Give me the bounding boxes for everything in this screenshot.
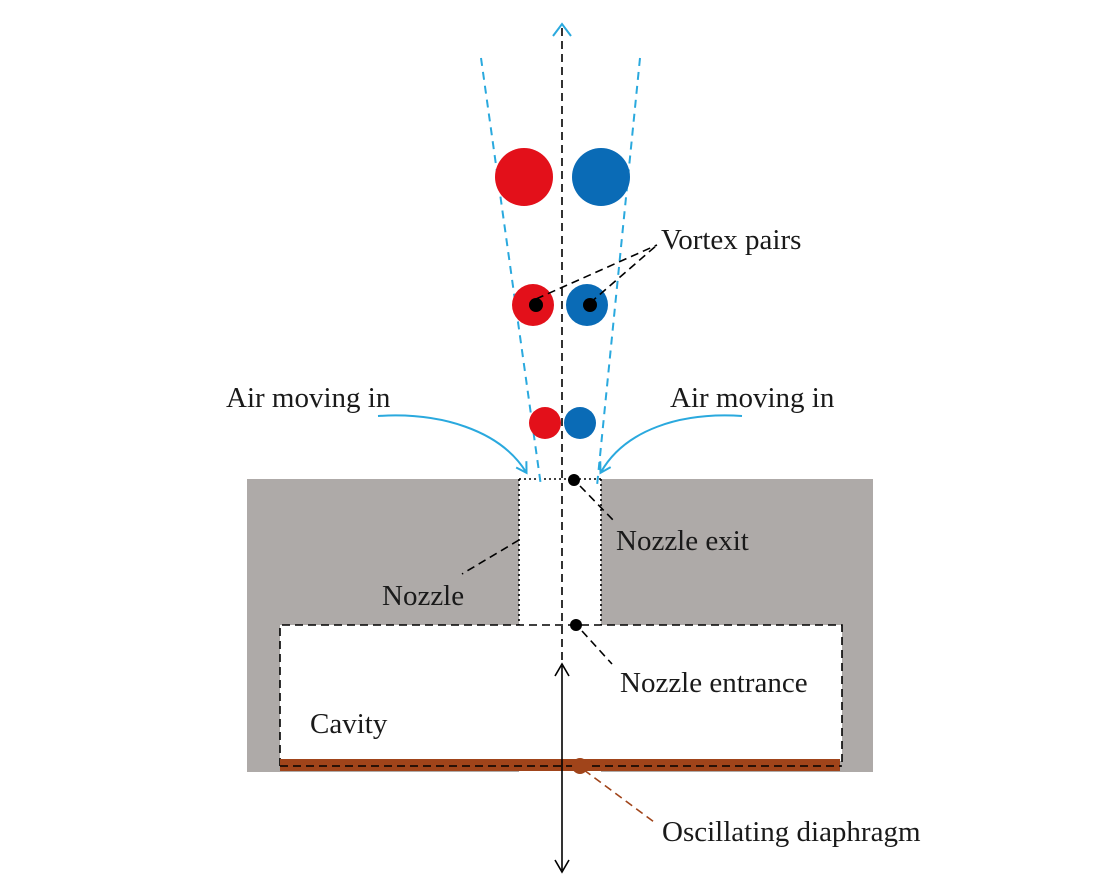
vortex-ccw-small (529, 407, 561, 439)
vortex-core-dot-left (529, 298, 543, 312)
label-air-moving-in-left: Air moving in (226, 382, 391, 414)
vortex-pair-bottom (529, 407, 596, 439)
vortex-pair-middle (512, 284, 608, 326)
oscillation-arrow-up (554, 662, 570, 677)
air-in-left-arrow (377, 414, 528, 475)
oscillation-arrow-down (554, 859, 570, 874)
label-nozzle: Nozzle (382, 580, 464, 612)
nozzle-exit-dot (568, 474, 580, 486)
vortex-core-dot-right (583, 298, 597, 312)
diaphragm-leader (583, 769, 655, 823)
jet-boundary-lines (480, 57, 641, 487)
nozzle-leader (461, 539, 520, 575)
vortex-ccw-large (495, 148, 553, 206)
vortex-pairs-leaders (535, 244, 658, 304)
vortex-pair-top (495, 148, 630, 206)
air-in-right-arrow (599, 414, 743, 475)
vortex-cw-large (572, 148, 630, 206)
label-cavity: Cavity (310, 708, 388, 740)
nozzle-outline (518, 478, 602, 625)
label-air-moving-in-right: Air moving in (670, 382, 835, 414)
label-nozzle-exit: Nozzle exit (616, 525, 749, 557)
label-vortex-pairs: Vortex pairs (661, 224, 801, 256)
label-nozzle-entrance: Nozzle entrance (620, 667, 808, 699)
nozzle-channel (519, 479, 601, 625)
vortex-cw-small (564, 407, 596, 439)
nozzle-entrance-dot (570, 619, 582, 631)
diaphragm-bar (280, 759, 840, 771)
nozzle-exit-leader (579, 485, 614, 521)
label-oscillating-diaphragm: Oscillating diaphragm (662, 816, 921, 848)
nozzle-entrance-leader (581, 630, 613, 665)
centerline-up-arrow (552, 22, 572, 37)
cavity-region (280, 625, 842, 761)
